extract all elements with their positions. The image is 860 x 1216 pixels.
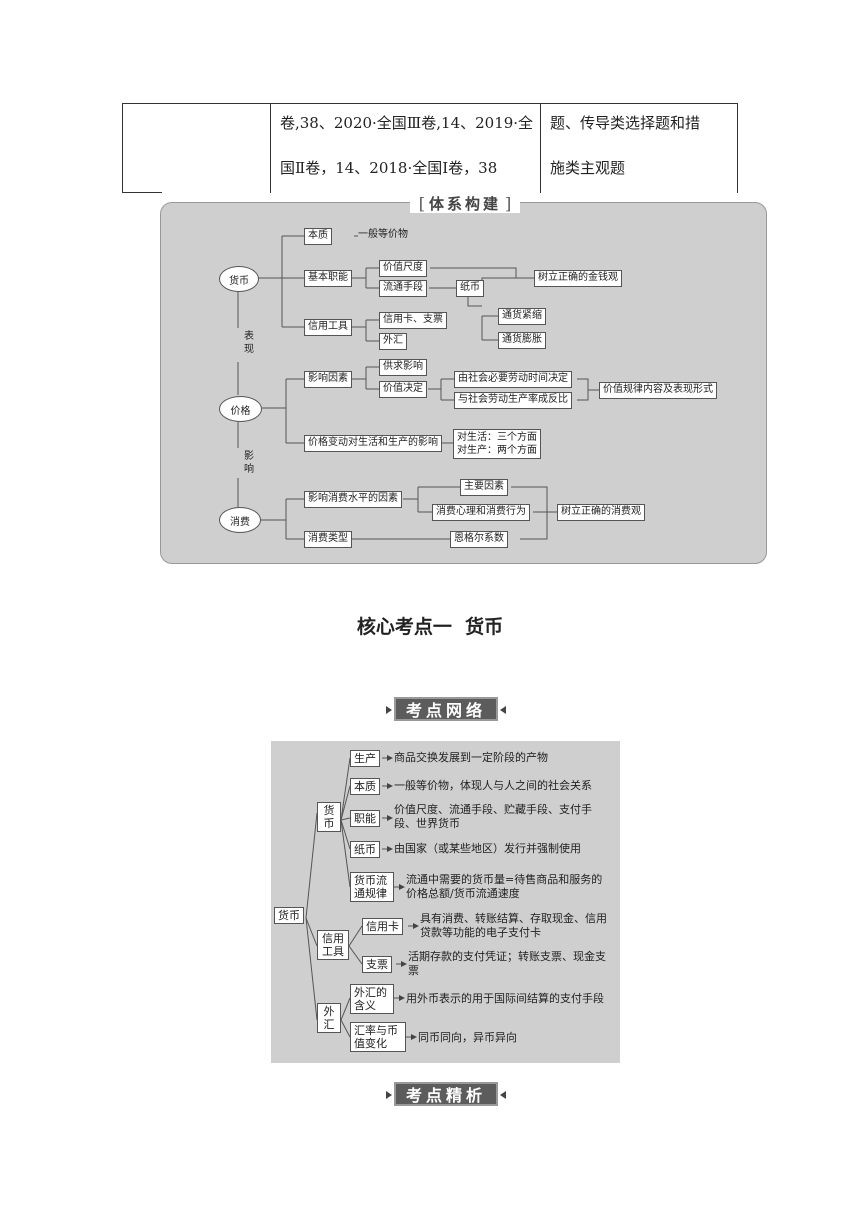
node-jiazhi-chidu: 价值尺度	[379, 260, 427, 277]
net-group-huobi: 货 币	[317, 802, 341, 833]
net-desc-zhibi: 由国家（或某些地区）发行并强制使用	[394, 842, 581, 855]
node-zhuyao: 主要因素	[460, 479, 508, 496]
text-dui-shenghuo: 对生活：三个方面	[457, 432, 537, 443]
net-desc-hanyi: 用外币表示的用于国际间结算的支付手段	[406, 992, 604, 1005]
node-shuli-xiaofei: 树立正确的消费观	[557, 504, 645, 521]
node-yingxiang-xiaofei: 影响消费水平的因素	[304, 491, 402, 508]
net-item-xinyongka: 信用卡	[362, 918, 403, 936]
net-item-benzhi: 本质	[350, 778, 380, 796]
network-banner: 考点网络	[386, 697, 506, 721]
node-jiazhi-jueding: 价值决定	[379, 381, 427, 398]
node-tonghuo-jinsuo: 通货紧缩	[498, 308, 546, 325]
net-desc-benzhi: 一般等价物，体现人与人之间的社会关系	[394, 779, 592, 792]
net-desc-huilv: 同币同向，异币异向	[418, 1031, 517, 1044]
net-group-xinyong: 信用 工具	[317, 930, 349, 961]
network-banner-title: 考点网络	[394, 697, 498, 721]
node-huobi: 货币	[219, 266, 259, 292]
node-benzhi: 本质	[304, 228, 332, 245]
net-item-guilv: 货币流通规律	[350, 872, 394, 903]
net-group-waihui: 外 汇	[317, 1003, 341, 1034]
net-desc-xinyongka: 具有消费、转账结算、存取现金、信用贷款等功能的电子支付卡	[420, 912, 607, 939]
node-shuli-jinqian: 树立正确的金钱观	[534, 270, 622, 287]
net-item-shengchan: 生产	[350, 750, 380, 768]
table-col-divider	[270, 103, 271, 193]
table-left-border	[122, 103, 123, 193]
system-connectors	[237, 235, 599, 540]
analysis-banner-title: 考点精析	[394, 1082, 498, 1106]
table-cell-text: 施类主观题	[550, 159, 626, 177]
section-title: 核心考点一 货币	[356, 616, 504, 638]
net-desc-shengchan: 商品交换发展到一定阶段的产物	[394, 751, 548, 764]
node-xinyongka-zhipiao: 信用卡、支票	[379, 312, 447, 329]
text-yiban: 一般等价物	[358, 229, 408, 240]
text-dui-shengchan: 对生产：两个方面	[457, 445, 537, 456]
banner-arrow-icon	[386, 1091, 392, 1099]
label-yingxiang: 影响	[244, 451, 254, 475]
system-banner-title: 体系构建	[428, 194, 501, 213]
node-liutong: 流通手段	[379, 280, 427, 297]
node-jiazhi-guilv: 价值规律内容及表现形式	[599, 382, 717, 399]
net-item-huilv: 汇率与币值变化	[350, 1022, 406, 1053]
net-item-zhineng: 职能	[350, 810, 380, 828]
node-tonghuo-pengzhang: 通货膨胀	[498, 332, 546, 349]
table-col-divider	[540, 103, 541, 193]
node-engeer: 恩格尔系数	[450, 531, 508, 548]
net-item-hanyi: 外汇的含义	[350, 984, 394, 1015]
node-yingxiang-yinsu: 影响因素	[304, 371, 352, 388]
analysis-banner: 考点精析	[386, 1082, 506, 1106]
table-top-border	[122, 103, 738, 104]
node-gongqiu: 供求影响	[379, 359, 427, 376]
node-jiage: 价格	[219, 396, 262, 422]
table-bottom-border	[122, 192, 162, 193]
net-item-zhibi: 纸币	[350, 841, 380, 859]
node-jiage-biandong: 价格变动对生活和生产的影响	[304, 435, 442, 452]
table-cell-text: 卷,38、2020·全国Ⅲ卷,14、2019·全	[280, 114, 534, 132]
node-xiaofei: 消费	[219, 507, 261, 533]
net-root: 货币	[274, 907, 304, 925]
banner-arrow-icon	[386, 706, 392, 714]
label-biaoxian: 表现	[244, 331, 254, 355]
table-cell-text: 题、传导类选择题和措	[550, 114, 701, 132]
node-shehui-biyao: 由社会必要劳动时间决定	[454, 371, 572, 388]
node-waihui: 外汇	[379, 333, 407, 350]
table-cell-text: 国Ⅱ卷，14、2018·全国Ⅰ卷，38	[280, 159, 498, 177]
banner-arrow-icon	[500, 706, 506, 714]
node-shehui-laodong: 与社会劳动生产率成反比	[454, 392, 572, 409]
system-banner: [ 体系构建 ]	[410, 193, 520, 213]
net-desc-zhipiao: 活期存款的支付凭证；转账支票、现金支票	[408, 950, 606, 977]
node-jiben: 基本职能	[304, 270, 352, 287]
node-zhibi: 纸币	[456, 280, 484, 297]
node-xinli: 消费心理和消费行为	[432, 504, 530, 521]
node-duishenghuo: 对生活：三个方面 对生产：两个方面	[453, 429, 541, 459]
net-desc-guilv: 流通中需要的货币量=待售商品和服务的价格总额/货币流通速度	[406, 873, 603, 900]
banner-arrow-icon	[500, 1091, 506, 1099]
node-leixing: 消费类型	[304, 531, 352, 548]
net-desc-zhineng: 价值尺度、流通手段、贮藏手段、支付手段、世界货币	[394, 803, 592, 830]
node-xinyong: 信用工具	[304, 319, 352, 336]
net-item-zhipiao: 支票	[362, 956, 392, 974]
table-right-border	[737, 103, 738, 193]
